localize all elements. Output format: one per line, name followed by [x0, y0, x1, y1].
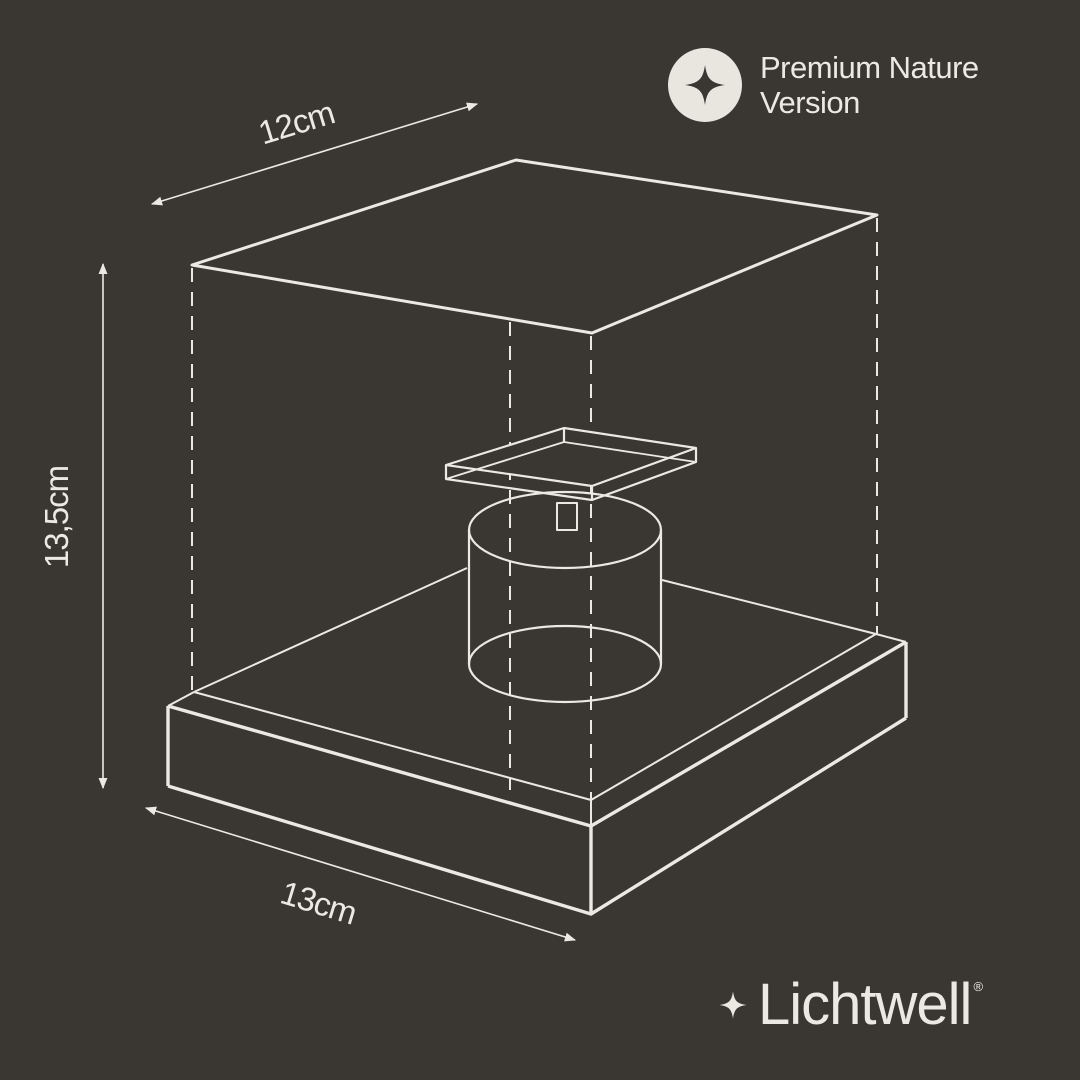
- depth-dimension-arrow: [150, 102, 479, 206]
- badge-line-1: Premium Nature: [760, 50, 979, 85]
- badge-line-2: Version: [760, 85, 860, 120]
- stem: [556, 502, 578, 531]
- cover-top-face: [190, 158, 879, 335]
- height-label: 13,5cm: [38, 465, 76, 569]
- cylinder-insert: [467, 490, 663, 704]
- registered-mark: ®: [973, 979, 984, 994]
- brand-name: Lichtwell: [758, 972, 972, 1037]
- base-block: [166, 640, 908, 916]
- badge-circle: [668, 48, 742, 122]
- dashed-edges: [191, 218, 878, 800]
- badge-text: Premium Nature Version: [760, 50, 979, 120]
- width-dimension-arrow: [144, 806, 577, 942]
- brand-logo: Lichtwell ®: [718, 975, 983, 1035]
- floating-plate: [444, 426, 698, 502]
- four-point-star-icon: [685, 65, 725, 105]
- four-point-star-icon: [719, 991, 747, 1019]
- premium-badge: Premium Nature Version: [668, 48, 979, 122]
- base-top-face: [167, 567, 907, 826]
